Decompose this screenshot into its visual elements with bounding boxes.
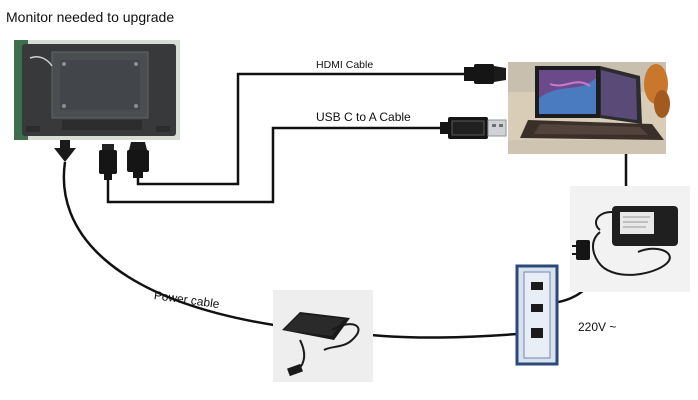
hdmi-plug-monitor-icon [127, 142, 149, 178]
power-cable [62, 161, 281, 328]
hdmi-cable [136, 72, 470, 186]
usb-cable-label: USB C to A Cable [316, 110, 411, 124]
hdmi-cable-label: HDMI Cable [316, 59, 374, 71]
hdmi-plug-icon [464, 64, 506, 84]
laptop-power-adapter-image [570, 186, 690, 292]
voltage-label: 220V ~ [578, 320, 617, 334]
usb-cable [106, 126, 448, 204]
usb-a-plug-icon [440, 117, 507, 139]
power-adapter-image [273, 290, 373, 382]
wall-outlet-image [515, 264, 559, 366]
monitor-back-image [14, 40, 180, 140]
laptop-image [508, 62, 670, 154]
usb-plug-monitor-icon [99, 144, 117, 180]
adapter-to-outlet-cable [349, 331, 531, 339]
page-title: Monitor needed to upgrade [6, 9, 175, 25]
arrow-down-icon [54, 140, 76, 162]
